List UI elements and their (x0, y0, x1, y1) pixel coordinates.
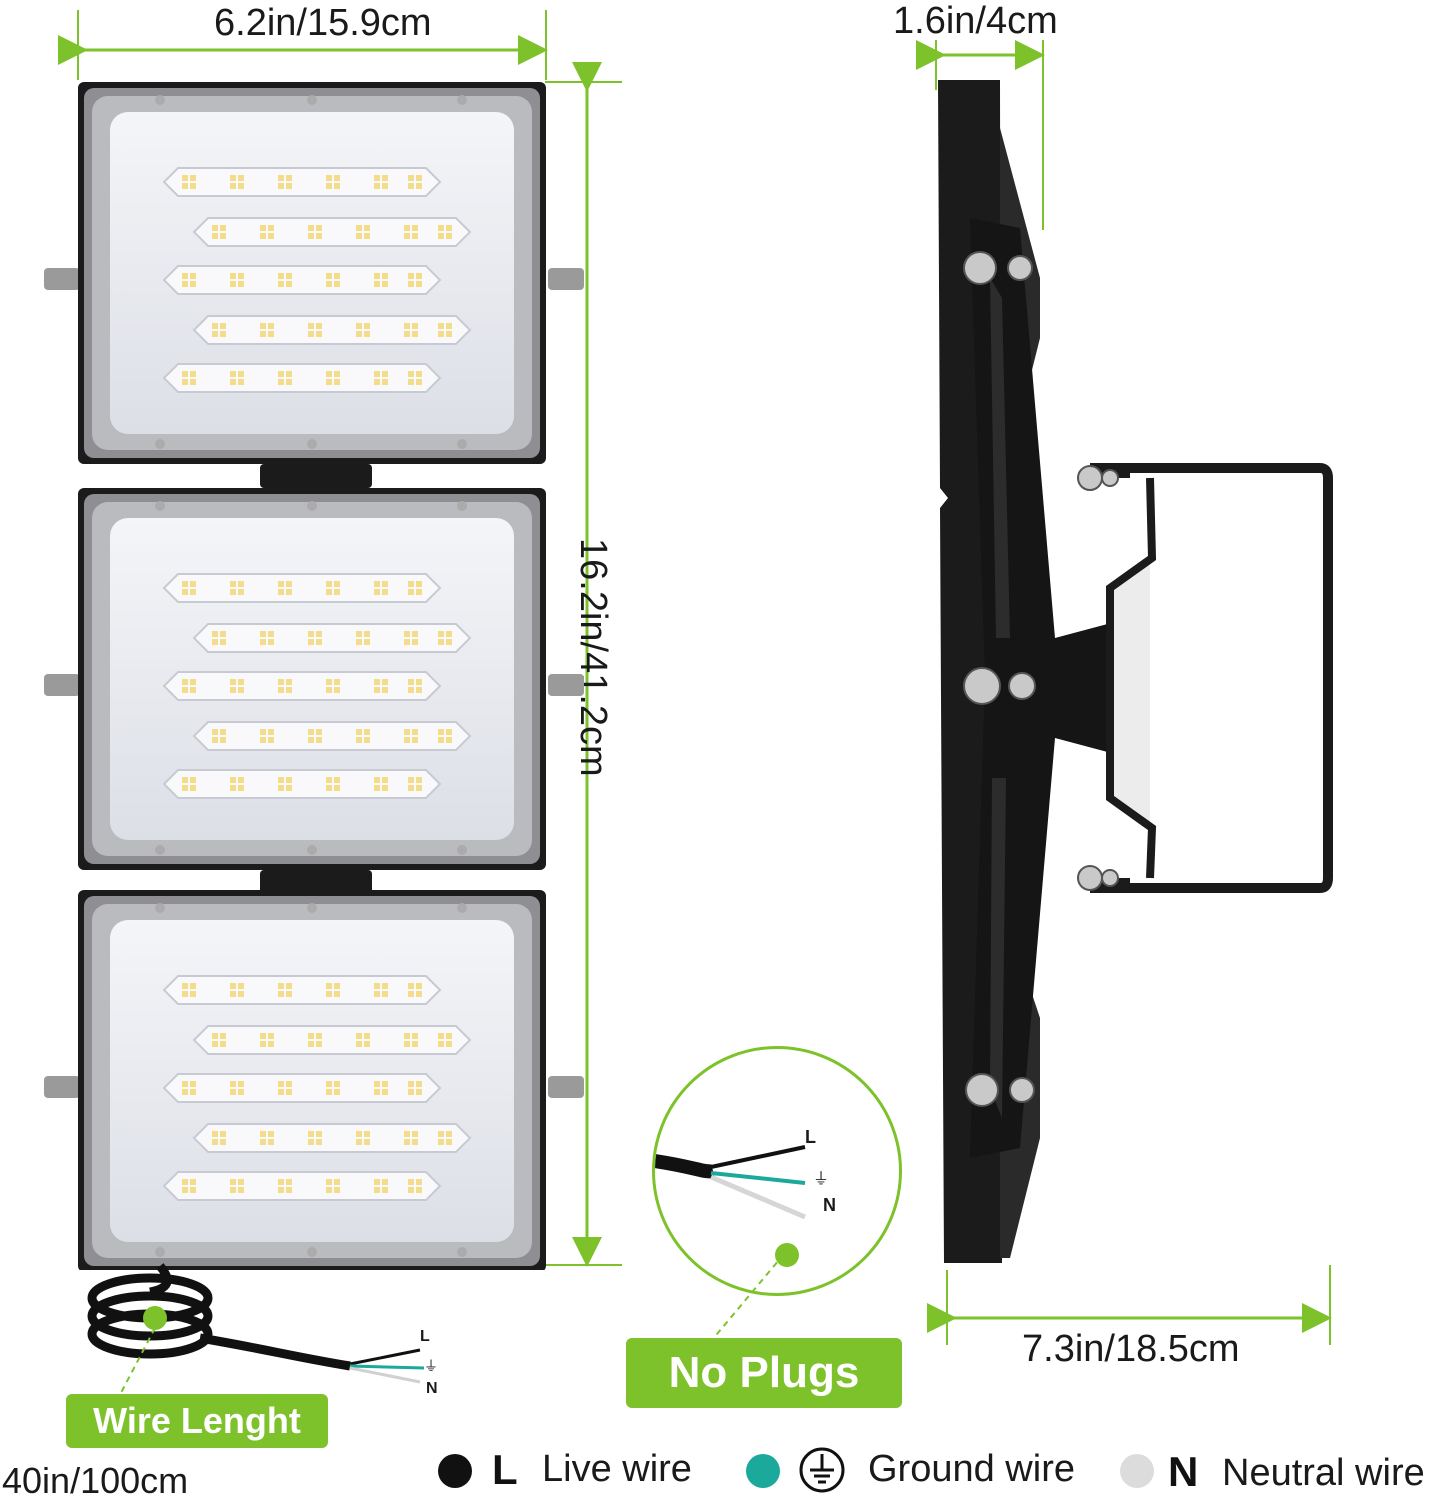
legend: L Live wire Ground wire N Neutral wire (430, 1440, 1446, 1500)
no-plugs-leader-line (711, 1253, 785, 1341)
flood-light-front-view (44, 80, 584, 1270)
wire-length-callout: Wire Lenght (66, 1394, 328, 1448)
coil-ground-marker: ⏚ (424, 1358, 438, 1374)
live-wire-letter: L (492, 1446, 518, 1493)
neutral-wire-letter: N (1168, 1448, 1199, 1495)
ground-wire-label: Ground wire (868, 1448, 1075, 1490)
flood-light-side-view (938, 80, 1333, 1263)
flood-light-modules (44, 80, 584, 1270)
ground-symbol-icon (798, 1446, 846, 1494)
detail-live-marker: L (805, 1127, 816, 1147)
detail-ground-marker: ⏚ (813, 1171, 830, 1188)
depth-dimension-label: 1.6in/4cm (893, 0, 1058, 42)
neutral-wire-label: Neutral wire (1222, 1452, 1425, 1494)
wire-length-value: 40in/100cm (2, 1460, 189, 1501)
live-wire-label: Live wire (542, 1448, 692, 1490)
wire-coil (87, 1263, 425, 1398)
wire-ends-detail (655, 1145, 806, 1267)
live-wire-swatch (438, 1454, 472, 1488)
coil-live-marker: L (420, 1328, 430, 1345)
ground-wire-swatch (746, 1454, 780, 1488)
coil-neutral-marker: N (426, 1380, 438, 1397)
width-dimension-label: 6.2in/15.9cm (214, 2, 432, 44)
no-plugs-detail-circle: L ⏚ N (652, 1046, 902, 1296)
no-plugs-callout: No Plugs (626, 1338, 902, 1408)
neutral-wire-swatch (1120, 1454, 1154, 1488)
detail-neutral-marker: N (823, 1195, 836, 1215)
bracket-dimension-label: 7.3in/18.5cm (1022, 1328, 1240, 1370)
